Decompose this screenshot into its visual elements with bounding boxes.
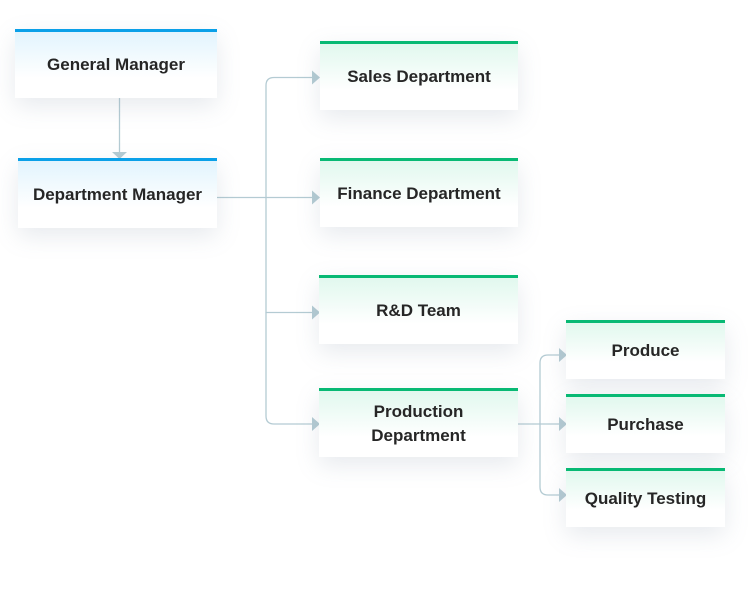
- node-label: General Manager: [47, 55, 185, 74]
- arrowhead-dm: [112, 152, 127, 159]
- arrowhead-rnd: [312, 305, 320, 320]
- node-label: Department Manager: [32, 184, 203, 204]
- edge-dm-to-sales: [265, 76, 312, 198]
- node-label: Sales Department: [347, 67, 491, 86]
- arrowhead-quality: [559, 488, 567, 502]
- node-purchase[interactable]: Purchase: [566, 394, 725, 453]
- arrowhead-sales: [312, 70, 320, 85]
- node-quality-testing[interactable]: Quality Testing: [566, 468, 725, 527]
- edge-dm-to-rnd: [265, 197, 312, 314]
- arrowhead-produce: [559, 348, 567, 362]
- node-label: Finance Department: [337, 184, 501, 203]
- node-department-manager[interactable]: Department Manager: [18, 158, 217, 228]
- edge-production-to-quality: [539, 424, 559, 496]
- arrowhead-purchase: [559, 417, 567, 431]
- node-general-manager[interactable]: General Manager: [15, 29, 217, 98]
- edge-dm-to-production: [265, 312, 312, 425]
- node-label: R&D Team: [376, 301, 461, 320]
- edge-production-to-produce: [539, 354, 559, 424]
- node-rnd-team[interactable]: R&D Team: [319, 275, 518, 344]
- node-label: Produce: [611, 341, 680, 360]
- arrowhead-finance: [312, 190, 320, 205]
- node-label: Quality Testing: [584, 489, 707, 508]
- arrowhead-production: [312, 417, 320, 431]
- node-label-line1: Production: [373, 402, 464, 421]
- node-produce[interactable]: Produce: [566, 320, 725, 379]
- node-finance-department[interactable]: Finance Department: [320, 158, 518, 227]
- node-label-line2: Department: [371, 426, 466, 445]
- node-production-department[interactable]: Production Department: [319, 388, 518, 457]
- node-sales-department[interactable]: Sales Department: [320, 41, 518, 110]
- node-label: Purchase: [607, 415, 684, 434]
